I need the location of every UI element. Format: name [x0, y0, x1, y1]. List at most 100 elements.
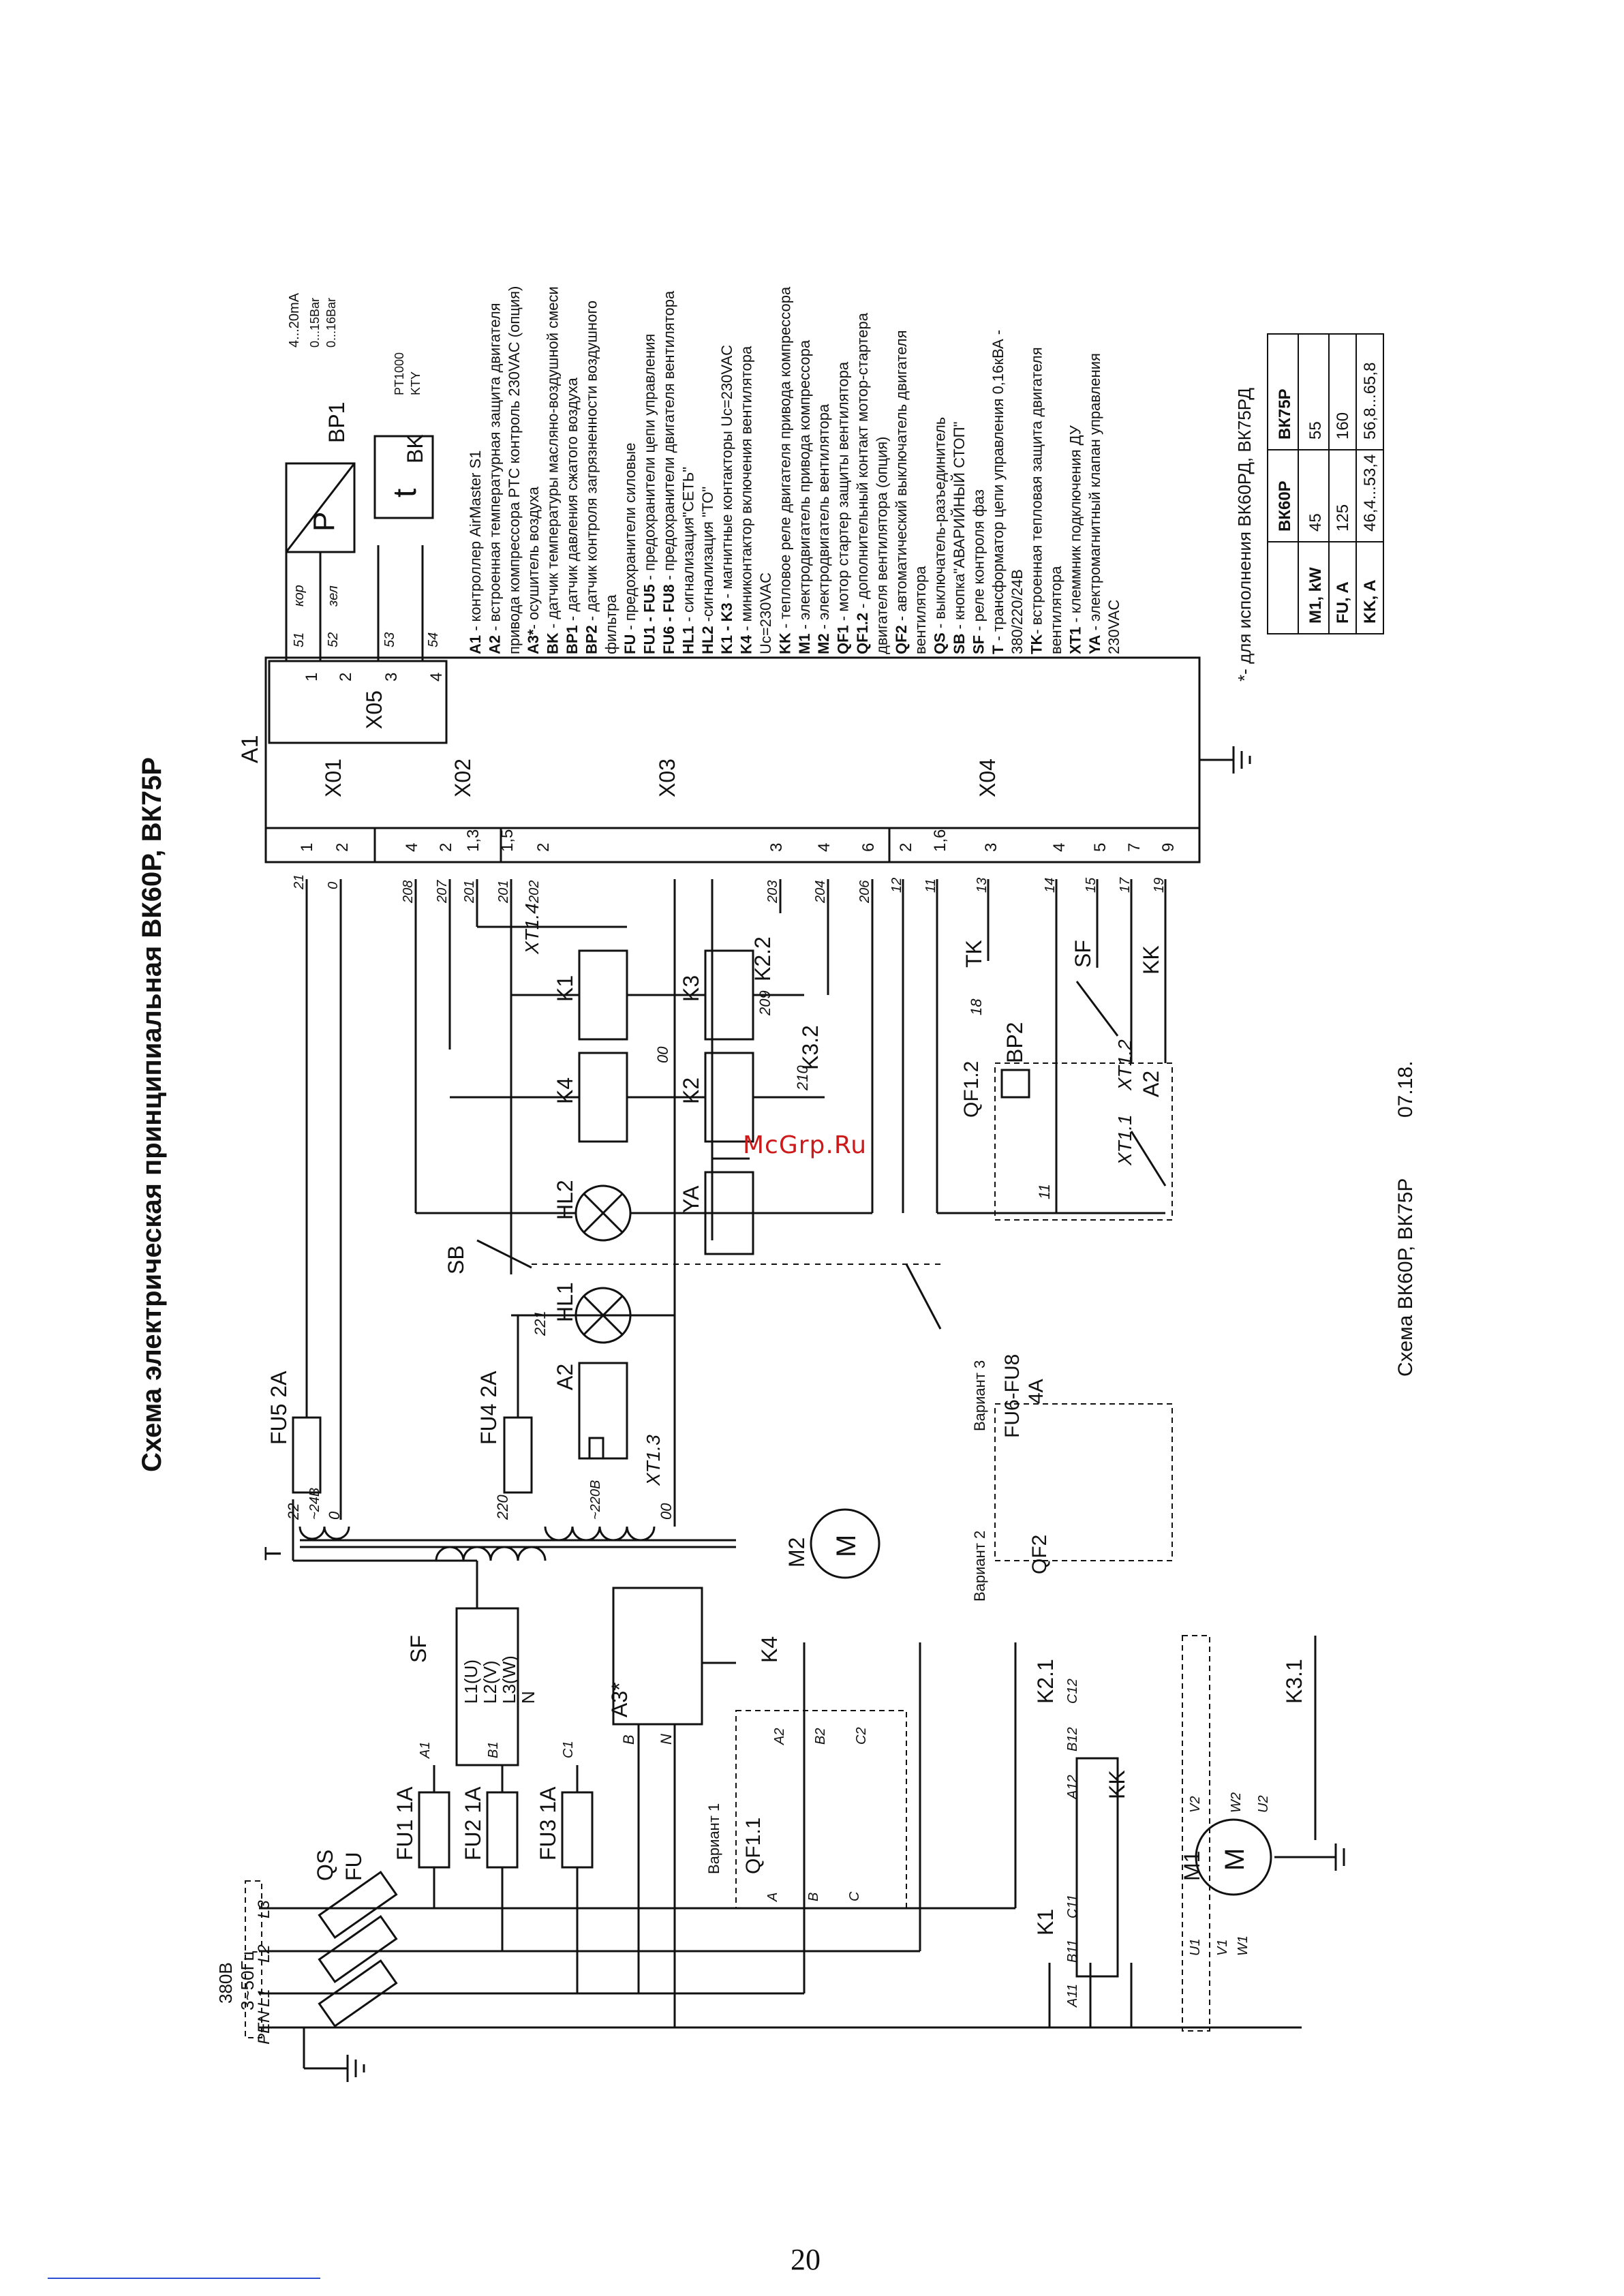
fu-label: FU — [341, 1852, 366, 1881]
transformer-label: T — [260, 1546, 286, 1561]
x04-pin-5: 5 — [1091, 843, 1109, 852]
wire-17: 17 — [1118, 877, 1133, 893]
x05-pin-1: 1 — [303, 673, 321, 682]
diagram-caption-date: 07.18. — [1394, 1061, 1417, 1118]
wire-210: 210 — [794, 1065, 811, 1091]
phase-c2: C2 — [854, 1727, 869, 1745]
table-cell: 46,4...53,4 — [1361, 455, 1379, 532]
bk-label: BK — [403, 434, 427, 463]
x05-pin-2: 2 — [337, 673, 355, 682]
sb-label: SB — [444, 1245, 468, 1274]
wire-v1: V1 — [1215, 1940, 1230, 1956]
x01-label: X01 — [321, 759, 346, 797]
wire-u2: U2 — [1256, 1795, 1271, 1813]
legend-line: M1 - электродвигатель привода компрессор… — [796, 339, 813, 654]
legend-line: QF1 - мотор стартер защиты вентилятора — [835, 361, 852, 654]
a3-b-label: B — [620, 1734, 637, 1745]
wire-a12: A12 — [1065, 1775, 1080, 1800]
fu3-label: FU3 1A — [536, 1786, 560, 1861]
supply-pen-label: PEN — [255, 2010, 273, 2045]
phase-c: C — [847, 1891, 862, 1901]
ya-label: YA — [679, 1185, 703, 1213]
wire-11b: 11 — [1036, 1184, 1053, 1199]
fu68-label: FU6-FU8 — [1001, 1354, 1024, 1438]
supply-l3-label: L3 — [255, 1900, 273, 1918]
phase-b2: B2 — [813, 1728, 828, 1745]
k1-label: K1 — [553, 975, 577, 1002]
k2-label: K2 — [679, 1077, 703, 1104]
legend-line: 380/220/24В — [1009, 569, 1026, 654]
m1-letter: M — [1220, 1848, 1250, 1871]
k21-label: K2.1 — [1033, 1659, 1058, 1704]
wire-203: 203 — [765, 881, 780, 904]
wire-209: 209 — [756, 990, 773, 1016]
legend-line: Uc=230VAC — [757, 572, 774, 654]
fu4-label: FU4 2A — [476, 1371, 501, 1445]
wire-13: 13 — [975, 878, 990, 893]
wire-207: 207 — [435, 880, 450, 904]
bk-t-symbol: t — [387, 489, 423, 498]
var2-label: Вариант 2 — [971, 1531, 988, 1602]
legend-line: TK- встроенная тепловая защита двигателя — [1028, 347, 1045, 654]
m1-label: M1 — [1180, 1851, 1204, 1881]
qf12-label: QF1.2 — [960, 1061, 983, 1118]
legend-line: FU6 - FU8 - предохранители двигателя вен… — [660, 290, 677, 654]
table-cell: FU, A — [1334, 581, 1352, 624]
qf2-label: QF2 — [1028, 1535, 1051, 1574]
phase-a2: A2 — [772, 1728, 787, 1745]
legend-line: YA - электромагнитный клапан управления — [1086, 353, 1103, 654]
wire-220: 220 — [494, 1495, 511, 1520]
sf-l2-label: L2(V) — [480, 1660, 500, 1704]
spec-table — [1267, 333, 1384, 634]
wire-kor: кор — [292, 585, 307, 607]
x04-pin-2: 2 — [897, 843, 915, 852]
supply-frequency: 3~50Гц — [237, 1950, 258, 2010]
x05-label: X05 — [362, 690, 386, 729]
legend-line: KK - тепловое реле двигателя привода ком… — [776, 286, 793, 654]
legend-line: привода компрессора PTC контроль 230VAC … — [506, 286, 523, 654]
bp1-range: 4...20mA — [287, 292, 302, 348]
diagram-caption: Схема ВК60Р, ВК75Р — [1394, 1178, 1417, 1377]
legend-line: FU1 - FU5 - предохранители цепи управлен… — [641, 334, 658, 654]
hl2-label: HL2 — [553, 1180, 577, 1220]
xt12-label: XT1.2 — [1114, 1039, 1135, 1091]
qs-label: QS — [313, 1850, 337, 1881]
wire-54: 54 — [426, 632, 441, 647]
legend-line: вентилятора — [1047, 566, 1064, 654]
bk-type-1: PT1000 — [393, 352, 406, 395]
legend-line: M2 - электродвигатель вентилятора — [815, 403, 832, 654]
legend-line: K4 - миниконтактор включения вентилятора — [738, 346, 755, 654]
sf-l1-label: L1(U) — [461, 1659, 481, 1704]
wire-b12: B12 — [1065, 1727, 1080, 1751]
sf-label: SF — [406, 1635, 431, 1663]
bp1-range-2: 0...16Bar — [324, 298, 338, 348]
m2-label: M2 — [784, 1537, 809, 1567]
wire-0-x01: 0 — [326, 882, 341, 889]
table-header-cell: ВК60Р — [1276, 480, 1294, 532]
x02-label: X02 — [450, 759, 475, 797]
wire-206: 206 — [857, 880, 872, 904]
table-cell: 55 — [1306, 421, 1325, 440]
wire-zel: зел — [326, 585, 341, 607]
legend-line: T - трансформатор цепи управления 0,16кВ… — [990, 330, 1007, 654]
supply-voltage: 380В — [215, 1962, 236, 2004]
table-cell: 45 — [1306, 513, 1325, 532]
k32-label: K3.2 — [798, 1025, 823, 1070]
wire-v2: V2 — [1188, 1796, 1203, 1813]
x03-pin-4: 4 — [815, 843, 833, 852]
kk2-label: KK — [1139, 945, 1163, 975]
k31-label: K3.1 — [1282, 1659, 1306, 1704]
legend-line: вентилятора — [912, 566, 929, 654]
wire-w2: W2 — [1229, 1792, 1244, 1813]
x01-pin-1: 1 — [298, 843, 316, 852]
xt14-label: XT1.4 — [521, 903, 542, 955]
x02-pin-13: 1,3 — [464, 829, 482, 852]
legend-line: A1 - контроллер AirMaster S1 — [467, 450, 484, 654]
sf2-label: SF — [1071, 940, 1095, 968]
legend-line: SF - реле контроля фаз — [970, 489, 987, 654]
a3-n-label: N — [658, 1734, 675, 1745]
table-cell: M1, kW — [1306, 567, 1325, 624]
legend-line: HL1 - сигнализация"СЕТЬ" — [679, 467, 696, 654]
